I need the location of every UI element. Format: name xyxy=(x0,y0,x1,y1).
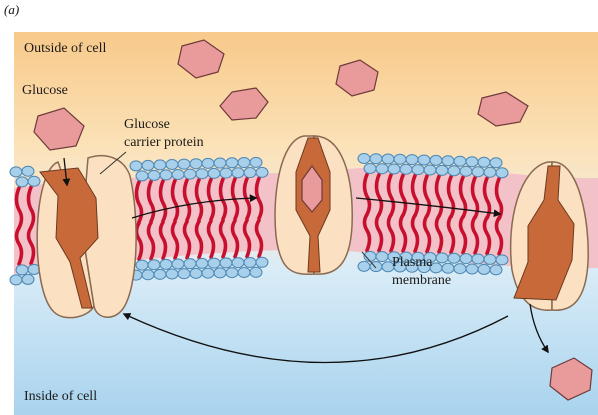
lipid-head xyxy=(22,274,34,284)
lipid-head xyxy=(208,168,220,178)
lipid-head xyxy=(178,269,190,279)
lipid-head xyxy=(382,154,394,164)
lipid-head xyxy=(376,164,388,174)
lipid-head xyxy=(472,254,484,264)
label-plasma-line1: Plasma xyxy=(392,255,433,270)
label-inside-of-cell: Inside of cell xyxy=(24,389,97,404)
lipid-head xyxy=(244,168,256,178)
lipid-head xyxy=(202,158,214,168)
lipid-head xyxy=(208,258,220,268)
lipid-head xyxy=(160,170,172,180)
lipid-head xyxy=(244,257,256,267)
lipid-head xyxy=(148,170,160,180)
lipid-head xyxy=(154,160,166,170)
lipid-head xyxy=(130,161,142,171)
lipid-head xyxy=(394,154,406,164)
lipid-head xyxy=(424,165,436,175)
lipid-head xyxy=(370,154,382,164)
carrier-protein-left xyxy=(37,156,136,318)
lipid-head xyxy=(154,269,166,279)
lipid-head xyxy=(166,269,178,279)
lipid-head xyxy=(142,160,154,170)
lipid-head xyxy=(478,157,490,167)
lipid-head xyxy=(442,263,454,273)
lipid-head xyxy=(460,254,472,264)
lipid-head xyxy=(190,159,202,169)
lipid-head xyxy=(454,156,466,166)
lipid-head xyxy=(448,166,460,176)
lipid-head xyxy=(136,171,148,181)
lipid-head xyxy=(358,153,370,163)
lipid-head xyxy=(172,169,184,179)
lipid-head xyxy=(496,168,508,178)
lipid-head xyxy=(364,163,376,173)
lipid-head xyxy=(388,164,400,174)
lipid-head xyxy=(10,275,22,285)
lipid-head xyxy=(400,164,412,174)
lipid-head xyxy=(436,165,448,175)
lipid-head xyxy=(28,176,40,186)
lipid-head xyxy=(184,259,196,269)
lipid-head xyxy=(214,268,226,278)
lipid-head xyxy=(148,260,160,270)
lipid-head xyxy=(238,158,250,168)
lipid-head xyxy=(196,258,208,268)
lipid-head xyxy=(232,258,244,268)
label-outside-of-cell: Outside of cell xyxy=(24,41,107,56)
lipid-head xyxy=(202,268,214,278)
carrier-protein-middle xyxy=(275,136,352,274)
lipid-head xyxy=(484,254,496,264)
lipid-head xyxy=(376,252,388,262)
lipid-head xyxy=(406,155,418,165)
label-plasma-line2: membrane xyxy=(392,273,451,288)
label-carrier-line2: carrier protein xyxy=(124,135,204,150)
lipid-head xyxy=(466,264,478,274)
lipid-head xyxy=(226,158,238,168)
lipid-head xyxy=(460,166,472,176)
label-glucose: Glucose xyxy=(22,83,68,98)
lipid-head xyxy=(190,268,202,278)
label-carrier-line1: Glucose xyxy=(124,117,170,132)
lipid-head xyxy=(196,169,208,179)
lipid-head xyxy=(172,259,184,269)
lipid-head xyxy=(232,168,244,178)
lipid-head xyxy=(238,267,250,277)
lipid-head xyxy=(214,158,226,168)
lipid-head xyxy=(250,157,262,167)
lipid-head xyxy=(256,257,268,267)
lipid-head xyxy=(142,270,154,280)
lipid-head xyxy=(412,165,424,175)
lipid-head xyxy=(496,255,508,265)
lipid-head xyxy=(250,267,262,277)
lipid-head xyxy=(442,156,454,166)
lipid-head xyxy=(454,264,466,274)
lipid-head xyxy=(166,159,178,169)
lipid-head xyxy=(22,166,34,176)
lipid-head xyxy=(184,169,196,179)
lipid-head xyxy=(466,157,478,167)
lipid-head xyxy=(358,261,370,271)
lipid-head xyxy=(16,177,28,187)
lipid-head xyxy=(10,167,22,177)
lipid-head xyxy=(490,158,502,168)
lipid-head xyxy=(448,253,460,263)
lipid-head xyxy=(472,167,484,177)
lipid-head xyxy=(178,159,190,169)
lipid-head xyxy=(136,260,148,270)
lipid-head xyxy=(256,167,268,177)
lipid-head xyxy=(430,155,442,165)
lipid-head xyxy=(478,264,490,274)
lipid-head xyxy=(484,167,496,177)
panel-label: (a) xyxy=(4,2,19,17)
lipid-head xyxy=(436,253,448,263)
lipid-head xyxy=(220,258,232,268)
lipid-head xyxy=(160,259,172,269)
lipid-head xyxy=(490,265,502,275)
lipid-head xyxy=(16,265,28,275)
lipid-head xyxy=(220,168,232,178)
lipid-head xyxy=(418,155,430,165)
lipid-head xyxy=(226,268,238,278)
